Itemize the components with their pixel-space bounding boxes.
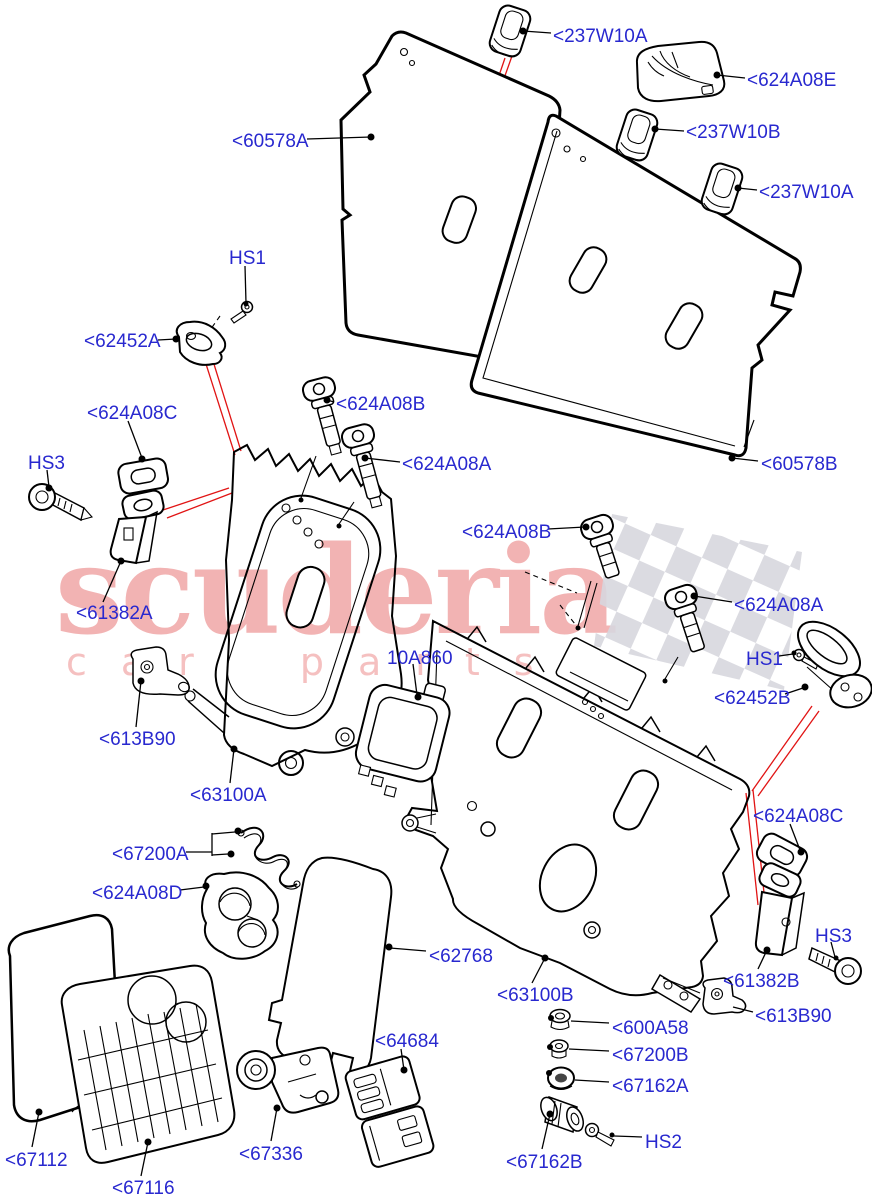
part-label-67162A[interactable]: <67162A	[612, 1076, 689, 1097]
part-label-62452B[interactable]: <62452B	[714, 688, 791, 709]
washer-624A08C-left	[117, 457, 169, 495]
part-label-624A08A-right[interactable]: <624A08A	[734, 595, 824, 616]
hinge-64684	[344, 1055, 435, 1168]
clip-237W10A-top	[488, 4, 532, 58]
frame-63100A	[184, 443, 403, 776]
surround-624A08D	[201, 871, 279, 960]
part-label-237W10B[interactable]: <237W10B	[686, 122, 781, 143]
checkered-flag-watermark	[594, 514, 802, 690]
latch-67336	[236, 1046, 340, 1114]
bracket-61382A	[109, 489, 165, 565]
part-label-10A860[interactable]: 10A860	[387, 648, 453, 669]
cover-10A860	[354, 682, 451, 798]
clip-237W10B	[615, 108, 659, 162]
grommet-67162A	[547, 1066, 575, 1091]
pin-624A08A-right	[664, 583, 705, 653]
part-label-67112[interactable]: <67112	[5, 1150, 68, 1171]
clip-237W10A-right	[700, 162, 744, 216]
part-label-613B90-right[interactable]: <613B90	[755, 1006, 832, 1027]
part-label-63100B[interactable]: <63100B	[497, 985, 574, 1006]
part-label-624A08A-left[interactable]: <624A08A	[402, 454, 492, 475]
body-67116	[60, 964, 236, 1164]
part-label-62452A[interactable]: <62452A	[84, 331, 161, 352]
part-label-HS3-right[interactable]: HS3	[815, 926, 852, 947]
part-label-624A08C-left[interactable]: <624A08C	[87, 403, 178, 424]
latch-62452A	[175, 320, 227, 366]
part-label-237W10A-right[interactable]: <237W10A	[759, 182, 854, 203]
pin-624A08B-left	[301, 376, 342, 456]
part-label-61382A[interactable]: <61382A	[76, 603, 153, 624]
part-label-61382B[interactable]: <61382B	[723, 971, 800, 992]
pivot-613B90-right	[702, 977, 747, 1015]
part-label-67336[interactable]: <67336	[239, 1144, 303, 1165]
grommet-67200B	[549, 1039, 569, 1059]
part-label-67200B[interactable]: <67200B	[612, 1045, 689, 1066]
part-label-624A08E[interactable]: <624A08E	[747, 70, 837, 91]
leader-lines	[31, 27, 839, 1177]
bracket-61382B	[754, 862, 805, 957]
bush-67162B	[540, 1095, 584, 1134]
cover-624A08E	[635, 40, 726, 103]
part-label-60578B[interactable]: <60578B	[761, 454, 838, 475]
part-label-HS2[interactable]: HS2	[645, 1132, 682, 1153]
pivot-613B90-left	[130, 646, 190, 696]
part-label-624A08B-right[interactable]: <624A08B	[462, 522, 552, 543]
part-label-HS1-left[interactable]: HS1	[229, 248, 266, 269]
bolt-HS3-right	[808, 946, 862, 985]
pin-624A08B-right	[580, 513, 620, 579]
screw-HS2	[584, 1122, 615, 1147]
watermark-brand: scuderia	[55, 518, 618, 662]
part-label-HS3-left[interactable]: HS3	[28, 453, 65, 474]
part-label-613B90-left[interactable]: <613B90	[99, 729, 176, 750]
part-label-624A08B-left[interactable]: <624A08B	[336, 394, 426, 415]
part-label-624A08C-right[interactable]: <624A08C	[753, 806, 844, 827]
bolt-HS3-left	[28, 483, 94, 522]
part-label-60578A[interactable]: <60578A	[232, 131, 309, 152]
part-label-67162B[interactable]: <67162B	[506, 1152, 583, 1173]
part-label-237W10A-top[interactable]: <237W10A	[553, 26, 648, 47]
part-label-67116[interactable]: <67116	[112, 1178, 175, 1199]
part-label-62768[interactable]: <62768	[429, 946, 493, 967]
screw-HS1-left	[230, 300, 254, 324]
latch-62452B	[797, 620, 872, 709]
part-label-HS1-right[interactable]: HS1	[746, 649, 783, 670]
part-label-67200A[interactable]: <67200A	[112, 844, 189, 865]
panel-60578B	[469, 113, 802, 458]
pin-624A08A-left	[340, 423, 383, 509]
part-label-63100A[interactable]: <63100A	[190, 785, 267, 806]
cover-62768	[267, 856, 393, 1074]
part-label-624A08D[interactable]: <624A08D	[92, 883, 183, 904]
part-label-64684[interactable]: <64684	[375, 1031, 439, 1052]
frame-63100B	[401, 571, 751, 1014]
part-label-600A58[interactable]: <600A58	[612, 1018, 689, 1039]
